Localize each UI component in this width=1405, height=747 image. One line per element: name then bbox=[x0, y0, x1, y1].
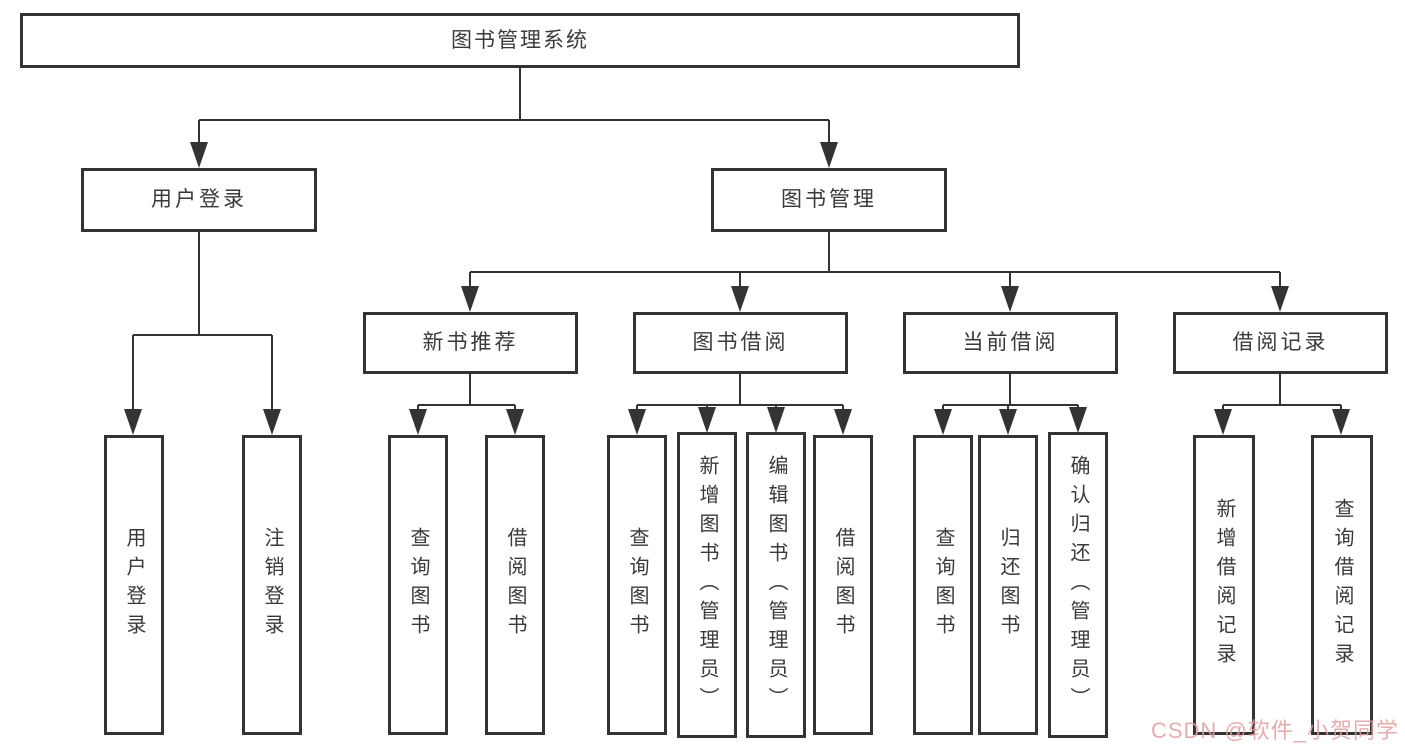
node-user-login: 用户登录 bbox=[81, 168, 317, 232]
node-system-root: 图书管理系统 bbox=[20, 13, 1020, 68]
leaf-add-book-admin: 新增图书（管理员） bbox=[677, 432, 737, 738]
leaf-logout: 注销登录 bbox=[242, 435, 302, 735]
node-borrow-record: 借阅记录 bbox=[1173, 312, 1388, 374]
leaf-return-book: 归还图书 bbox=[978, 435, 1038, 735]
leaf-user-login: 用户登录 bbox=[104, 435, 164, 735]
node-new-book-recommend: 新书推荐 bbox=[363, 312, 578, 374]
node-current-borrow: 当前借阅 bbox=[903, 312, 1118, 374]
leaf-borrow-query-book: 查询图书 bbox=[607, 435, 667, 735]
node-book-management: 图书管理 bbox=[711, 168, 947, 232]
leaf-edit-book-admin: 编辑图书（管理员） bbox=[746, 432, 806, 738]
leaf-current-query-book: 查询图书 bbox=[913, 435, 973, 735]
leaf-borrow-book: 借阅图书 bbox=[813, 435, 873, 735]
leaf-add-borrow-record: 新增借阅记录 bbox=[1193, 435, 1255, 735]
leaf-confirm-return-admin: 确认归还（管理员） bbox=[1048, 432, 1108, 738]
leaf-recommend-borrow-book: 借阅图书 bbox=[485, 435, 545, 735]
leaf-recommend-query-book: 查询图书 bbox=[388, 435, 448, 735]
leaf-query-borrow-record: 查询借阅记录 bbox=[1311, 435, 1373, 735]
node-book-borrow: 图书借阅 bbox=[633, 312, 848, 374]
